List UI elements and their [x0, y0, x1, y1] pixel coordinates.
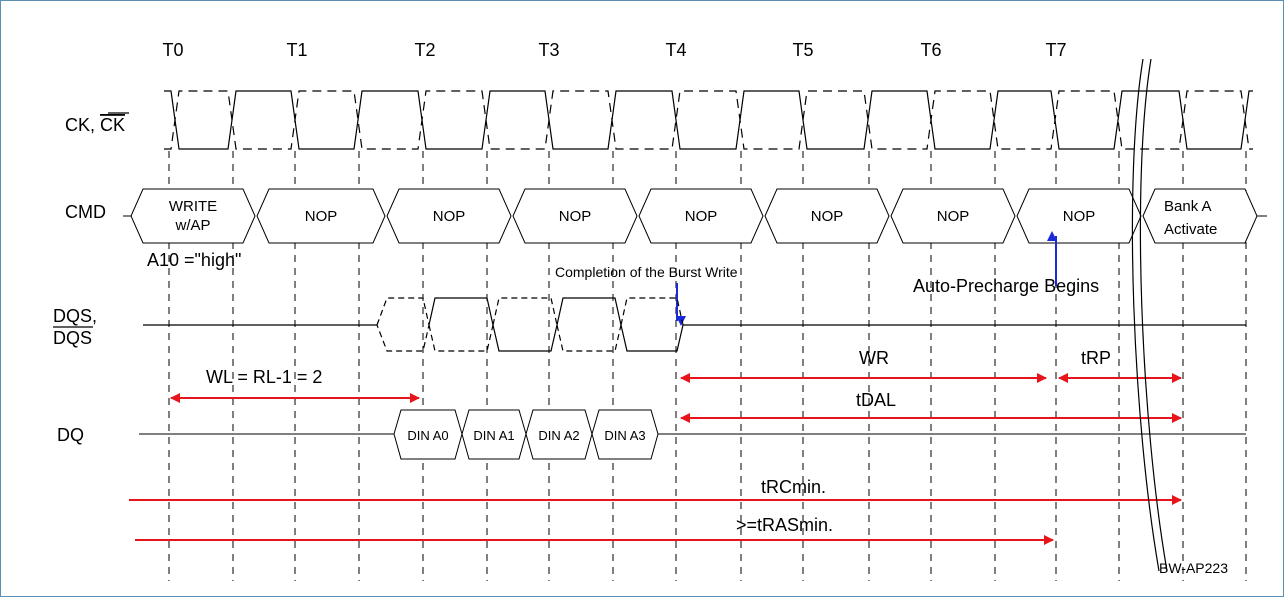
auto-precharge-label: Auto-Precharge Begins [913, 276, 1099, 296]
figure-id: BW-AP223 [1159, 560, 1228, 576]
din-a3-label: DIN A3 [604, 428, 645, 443]
signal-label-dq: DQ [57, 425, 84, 445]
tick-label-t5: T5 [792, 40, 813, 60]
cmd-nop-box-2 [386, 188, 512, 244]
dqs-low-1 [428, 324, 494, 352]
cmd-write-ap-label: w/AP [174, 217, 210, 234]
tick-label-t2: T2 [414, 40, 435, 60]
tick-label-t3: T3 [538, 40, 559, 60]
cmd-bus [123, 188, 1267, 244]
cmd-nop-label-5: NOP [811, 208, 844, 225]
din-a2-label: DIN A2 [538, 428, 579, 443]
trp-label: tRP [1081, 348, 1111, 368]
cmd-nop-box-7 [1016, 188, 1142, 244]
cmd-nop-label-4: NOP [685, 208, 718, 225]
tdal-label: tDAL [856, 390, 896, 410]
cmd-nop-label-7: NOP [1063, 208, 1096, 225]
dqs-high-3 [556, 297, 622, 326]
signal-label-cmd: CMD [65, 202, 106, 222]
cmd-nop-label-2: NOP [433, 208, 466, 225]
completion-label: Completion of the Burst Write [555, 264, 738, 280]
wr-label: WR [859, 348, 889, 368]
cmd-activate-label: Bank A [1164, 198, 1212, 215]
break-line-2 [1139, 58, 1168, 572]
cmd-nop-box-1 [256, 188, 386, 244]
dqs-low-2 [492, 324, 558, 352]
trc-label: tRCmin. [761, 477, 826, 497]
tick-label-t6: T6 [920, 40, 941, 60]
ck-complement [164, 90, 1253, 150]
tick-label-t4: T4 [665, 40, 686, 60]
cmd-nop-label-6: NOP [937, 208, 970, 225]
din-a1-label: DIN A1 [473, 428, 514, 443]
signal-label-dqs-bar: DQS [53, 328, 92, 348]
break-line-1 [1131, 58, 1160, 572]
ck-true [164, 90, 1253, 150]
signal-label-ck: CK, CK [65, 115, 125, 135]
tick-label-t7: T7 [1045, 40, 1066, 60]
cmd-nop-box-3 [512, 188, 638, 244]
dqs-waveform [143, 297, 1246, 352]
dq-bus [139, 409, 1246, 460]
dqs-low-3 [556, 324, 622, 352]
wl-label: WL = RL-1 = 2 [206, 367, 322, 387]
dqs-preamble [376, 297, 430, 352]
cmd-nop-label-1: NOP [305, 208, 338, 225]
dqs-high-1 [428, 297, 494, 326]
tick-label-t0: T0 [162, 40, 183, 60]
cmd-nop-box-6 [890, 188, 1016, 244]
cmd-write-box [130, 188, 256, 244]
din-a0-label: DIN A0 [407, 428, 448, 443]
dqs-high-2 [492, 297, 558, 326]
cmd-nop-label-3: NOP [559, 208, 592, 225]
cmd-activate-label-2: Activate [1164, 221, 1217, 238]
tras-label: >=tRASmin. [736, 515, 833, 535]
tick-label-t1: T1 [286, 40, 307, 60]
time-break [1131, 58, 1168, 572]
cmd-nop-box-4 [638, 188, 764, 244]
cmd-nop-box-5 [764, 188, 890, 244]
a10-note: A10 ="high" [147, 250, 241, 270]
signal-label-dqs: DQS, [53, 306, 97, 326]
clock-waveform [164, 90, 1253, 150]
dqs-low-4 [620, 324, 684, 352]
dqs-high-4 [620, 297, 684, 326]
cmd-write-label: WRITE [169, 198, 217, 215]
